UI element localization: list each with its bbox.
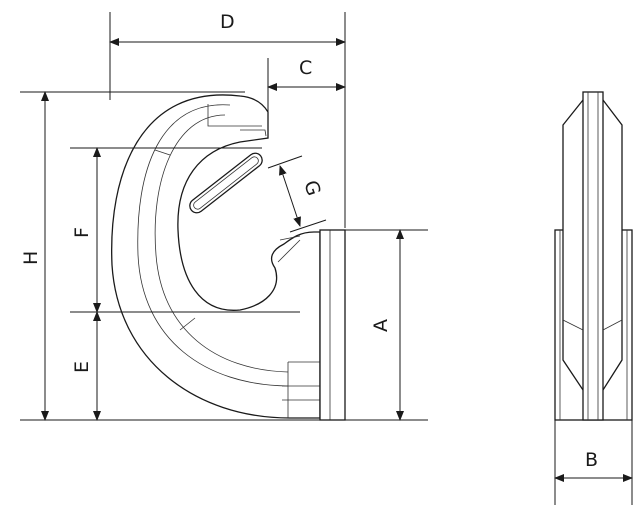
label-A: A [370,319,392,332]
hook-side-view [111,94,346,421]
dimension-lines [41,38,633,482]
label-D: D [220,11,235,33]
label-C: C [299,57,312,79]
label-B: B [585,449,598,471]
extension-lines [20,12,633,505]
label-G: G [299,178,324,199]
label-F: F [71,227,93,238]
dimension-G-line [279,165,301,227]
label-H: H [20,251,42,265]
hook-front-view [554,91,633,421]
label-E: E [71,361,93,373]
